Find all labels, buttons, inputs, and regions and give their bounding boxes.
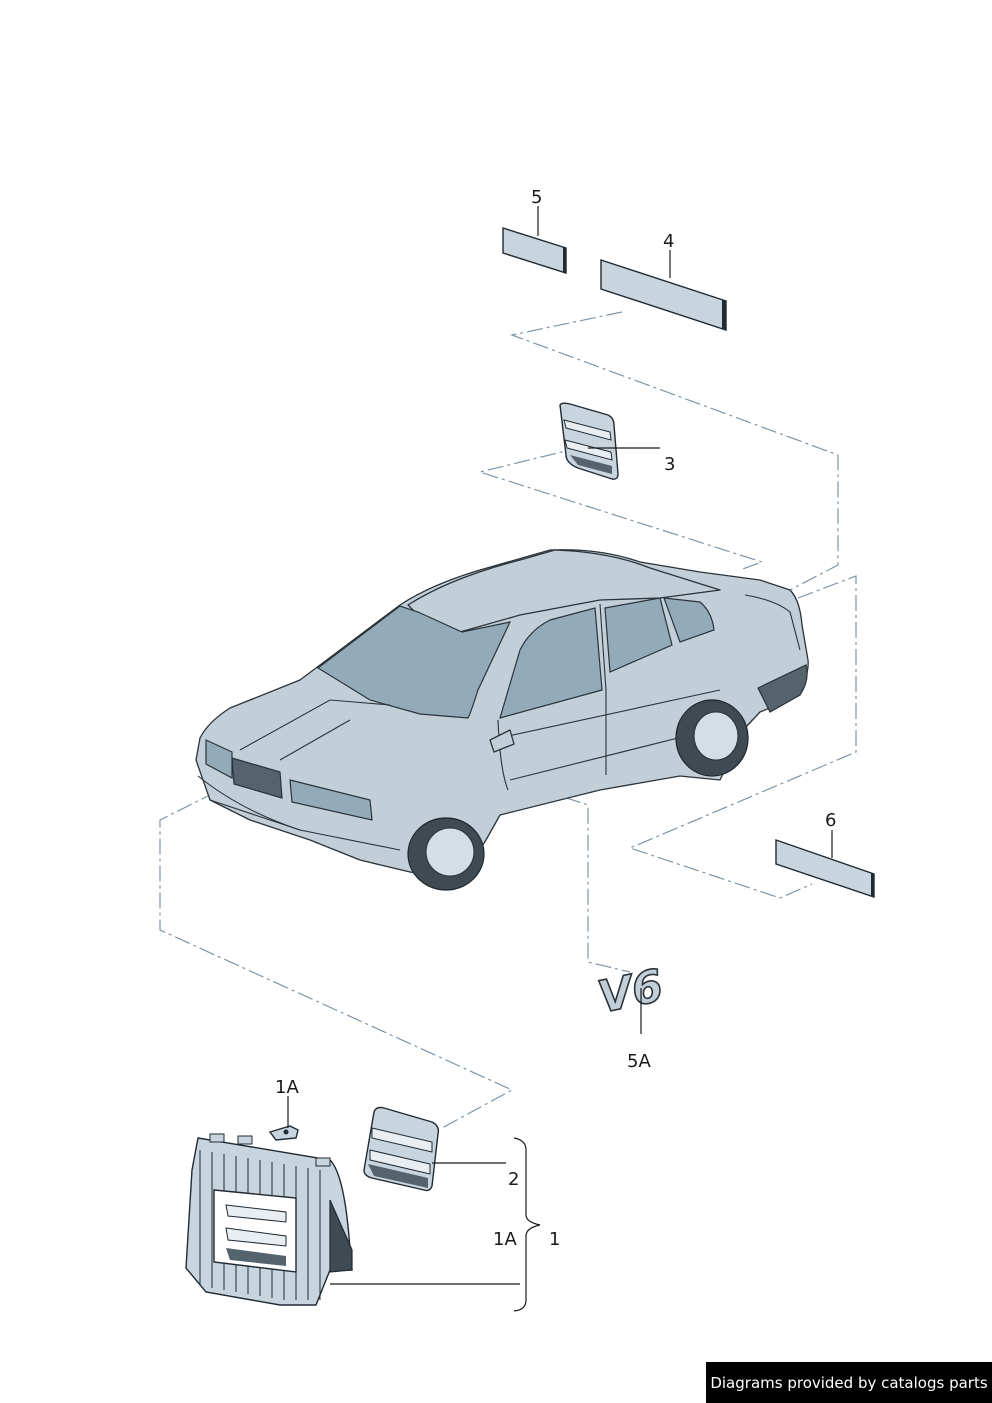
callout-1a-top: 1A: [275, 1077, 299, 1098]
car-front-window: [499, 607, 603, 719]
car-quarter-window: [663, 597, 715, 643]
guide-line-plates: [509, 311, 839, 591]
v6-emblem-lettering: V6: [594, 960, 668, 1023]
assembly-guide-lines: [159, 311, 857, 1129]
part-6-tail-plate[interactable]: [775, 839, 875, 898]
callout-2: 2: [508, 1169, 519, 1190]
callout-labels: 5 4 3 6 5A 1A 2 1A 1: [275, 187, 836, 1250]
callout-6: 6: [825, 810, 836, 831]
car-headlight-right: [289, 779, 373, 821]
car-front-grille: [231, 757, 283, 799]
car-roof: [407, 549, 721, 633]
part-2-front-emblem[interactable]: [363, 1106, 440, 1192]
callout-5a: 5A: [627, 1051, 651, 1072]
callout-4: 4: [663, 231, 674, 252]
part-5-small-plate[interactable]: [502, 227, 567, 274]
leader-lines: [287, 206, 833, 1312]
car-headlight-left: [205, 739, 233, 780]
catalog-credit-badge: Diagrams provided by catalogs parts: [706, 1362, 992, 1403]
part-1-front-grille-assembly[interactable]: [185, 1133, 353, 1306]
guide-line-front-grille: [159, 779, 514, 1129]
callout-5: 5: [531, 187, 542, 208]
part-4-long-plate[interactable]: [600, 259, 727, 331]
car-windshield: [316, 605, 512, 719]
callout-3: 3: [664, 454, 675, 475]
assembly-brace: [513, 1137, 541, 1312]
part-3-rear-emblem[interactable]: [559, 402, 619, 480]
part-1a-clip[interactable]: [268, 1125, 299, 1141]
guide-line-rear-emblem: [477, 446, 764, 571]
catalog-credit-text: Diagrams provided by catalogs parts: [710, 1373, 988, 1392]
callout-1: 1: [549, 1229, 560, 1250]
guide-line-v6: [487, 771, 631, 973]
callout-1a-side: 1A: [493, 1229, 517, 1250]
car-illustration: [195, 549, 809, 891]
guide-line-tail-plate: [628, 575, 857, 899]
part-5a-v6-emblem[interactable]: V6: [593, 959, 668, 1024]
car-rear-window: [604, 597, 673, 673]
